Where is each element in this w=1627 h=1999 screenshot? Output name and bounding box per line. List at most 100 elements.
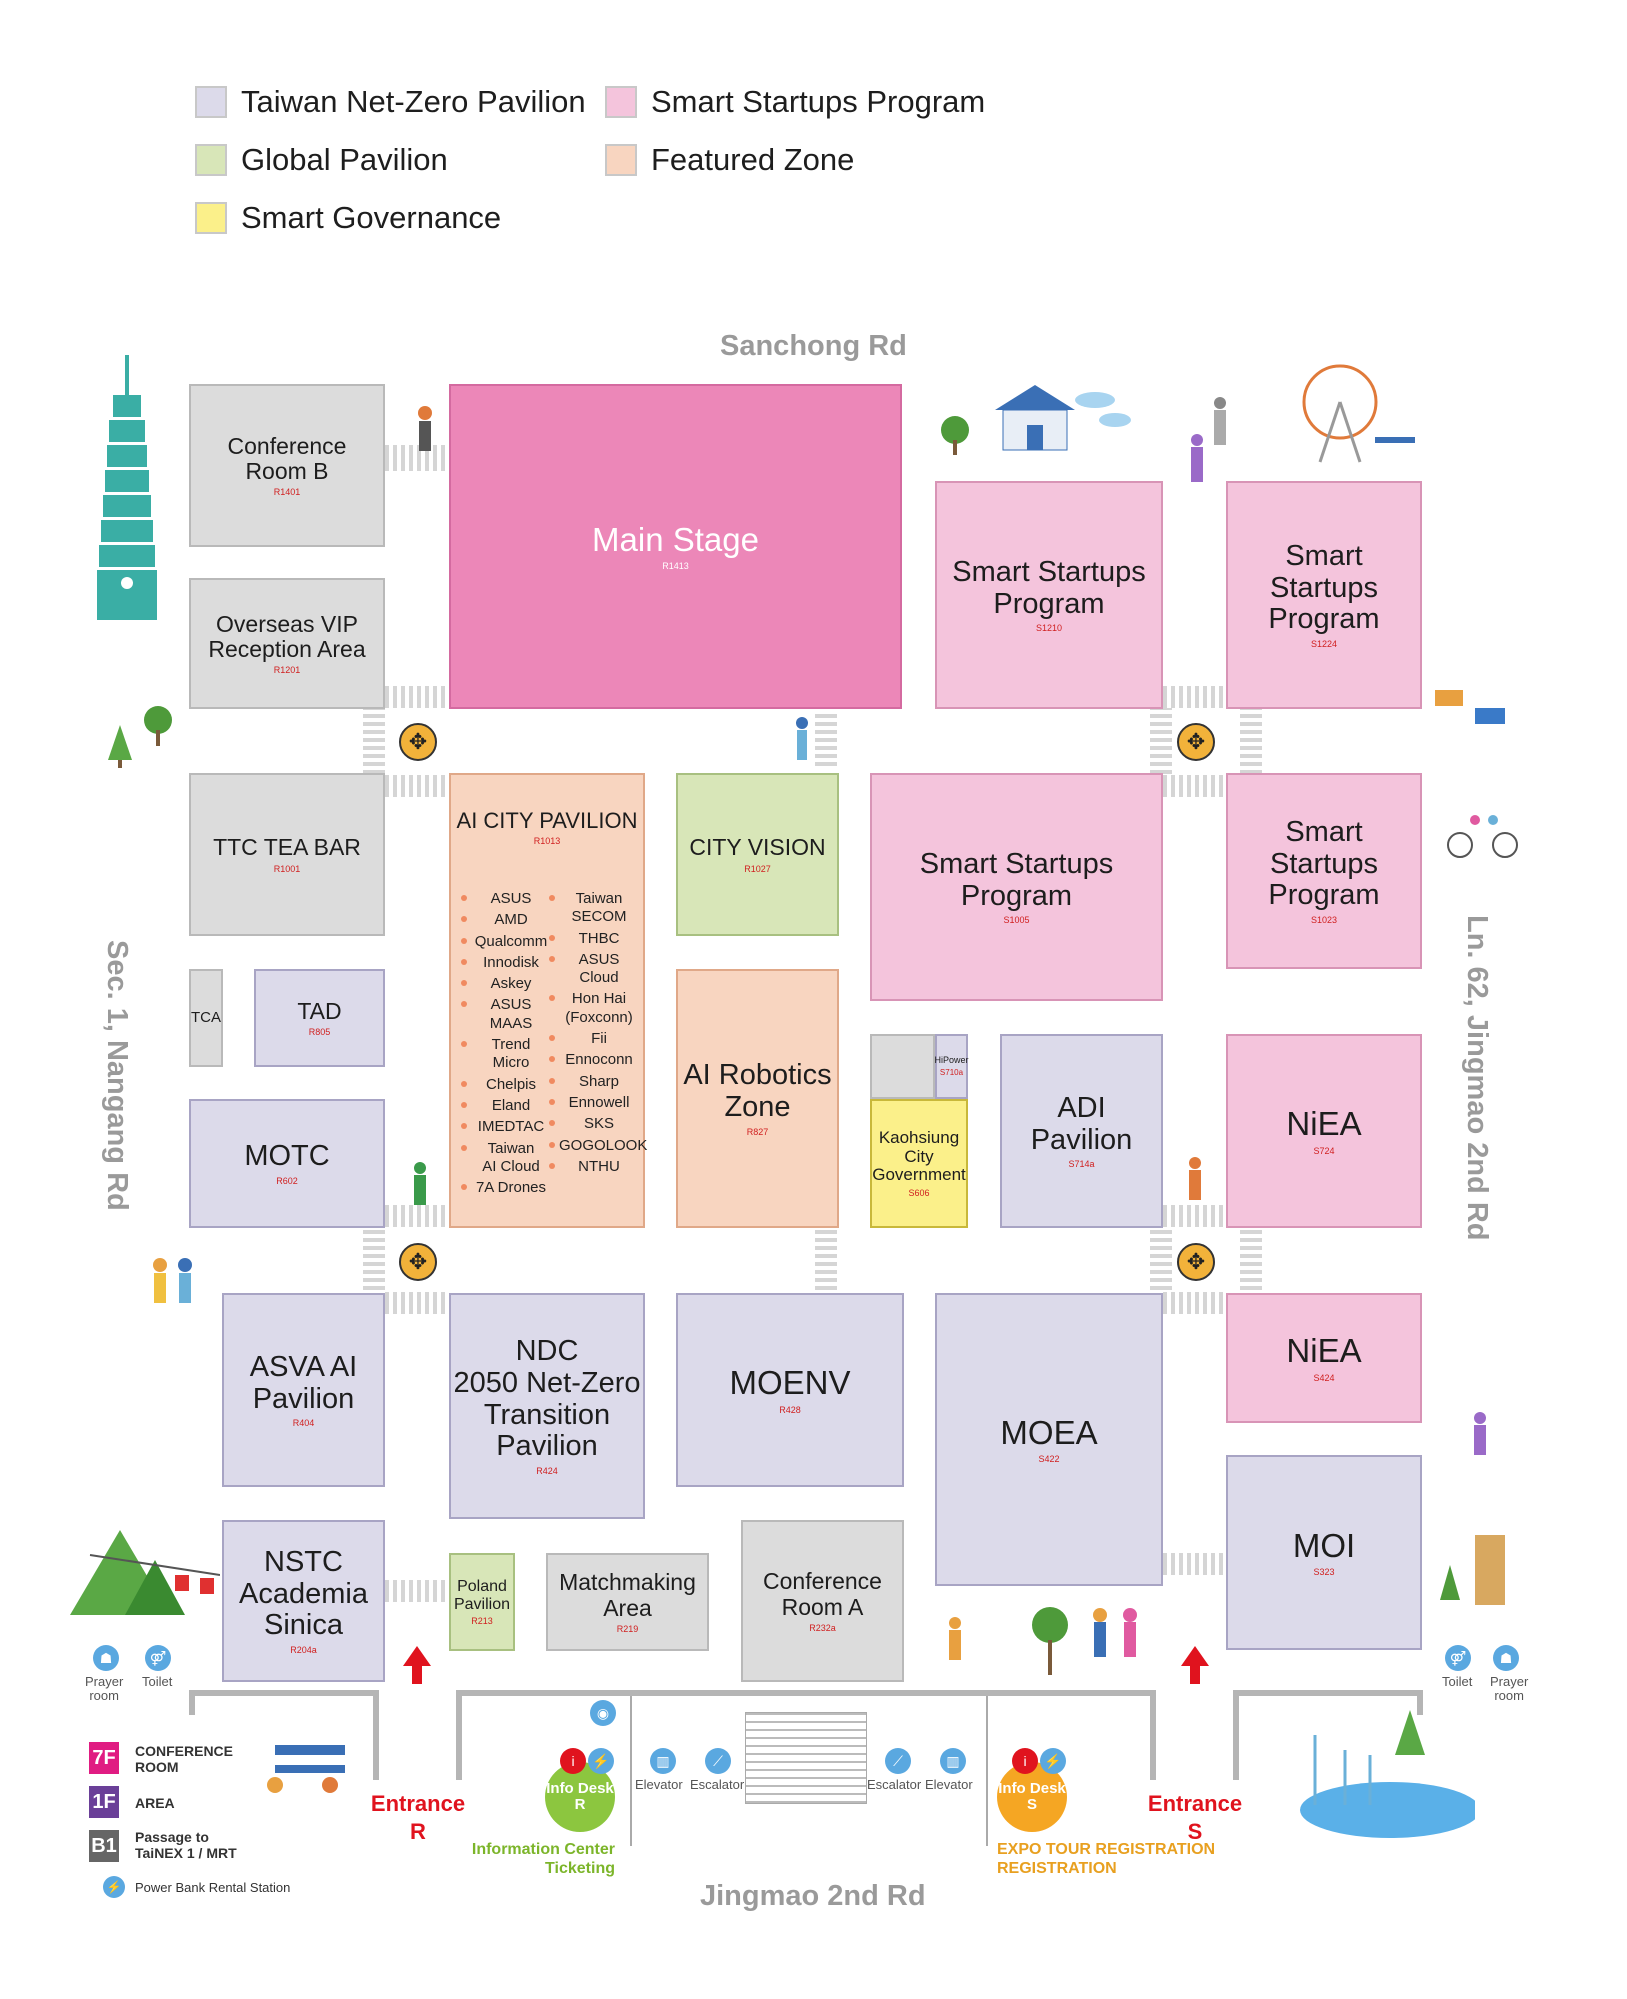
floor-1f-badge: 1F [89,1786,119,1818]
passage [1240,708,1262,774]
ferris-wheel-icon [1302,364,1415,463]
exhibitor-item: Taiwan AI Cloud [461,1140,551,1177]
bicycle-icon [1447,815,1518,858]
intersection-icon: ✥ [399,723,437,761]
passage [385,686,447,708]
passage [1150,708,1172,774]
legend-swatch [195,202,227,234]
legend-item-net-zero: Taiwan Net-Zero Pavilion [195,84,586,120]
passage [1163,1292,1225,1314]
passage [1163,686,1225,708]
person-icon [414,1162,426,1205]
passage [1163,1553,1225,1575]
road-north: Sanchong Rd [720,330,907,362]
elevator-icon: ▥ [940,1748,966,1774]
family-tree-icon [1032,1607,1137,1675]
person-icon [418,406,432,451]
elevator-icon: ▥ [650,1748,676,1774]
camera-icon: ◉ [590,1700,616,1726]
passage [1163,1205,1225,1227]
exhibitor-item: Hon Hai (Foxconn) [549,990,639,1027]
exhibitor-item: IMEDTAC [461,1118,551,1136]
lake-windmill-icon [1300,1710,1475,1838]
entrance-r[interactable]: Entrance R [370,1791,466,1844]
power-bank-label: Power Bank Rental Station [135,1880,291,1895]
escalator-label: Escalator [690,1777,745,1792]
floor-7f-label: CONFERENCE ROOM [135,1743,234,1776]
passage [385,1580,447,1602]
stairs [745,1712,867,1804]
entrance-arrow-icon [403,1646,431,1684]
power-bank-icon: ⚡ [103,1876,125,1898]
passage [1240,1228,1262,1290]
prayer-room-icon: ☗ [93,1645,119,1671]
entrance-arrow-icon [1181,1646,1209,1684]
passage [363,708,385,774]
info-icon: i [560,1748,586,1774]
exhibitor-item: Taiwan SECOM [549,890,639,927]
people-icon [153,1258,192,1303]
intersection-icon: ✥ [399,1243,437,1281]
passage [815,710,837,766]
wall [373,1690,379,1780]
escalator-icon: ⟋ [705,1748,731,1774]
person-icon [796,717,808,760]
prayer-room-label: Prayer room [1490,1674,1529,1704]
toilet-icon: ⚤ [1445,1645,1471,1671]
exhibitor-item: AMD [461,911,551,929]
info-desk-s-caption: EXPO TOUR REGISTRATION REGISTRATION [997,1841,1216,1878]
toilet-label: Toilet [142,1674,173,1689]
exhibitor-item: Ennoconn [549,1051,639,1069]
legend-item-global: Global Pavilion [195,142,448,178]
road-west: Sec. 1, Nangang Rd [101,940,133,1211]
wall [189,1690,195,1715]
wall [189,1690,379,1696]
legend-item-featured: Featured Zone [605,142,854,178]
intersection-icon: ✥ [1177,1243,1215,1281]
passage [385,1292,447,1314]
exhibitor-item: Qualcomm [461,933,551,951]
solar-panel-icon [1435,690,1505,724]
prayer-room-icon: ☗ [1493,1645,1519,1671]
road-east: Ln. 62, Jingmao 2nd Rd [1461,915,1493,1241]
legend-swatch [605,144,637,176]
taipei-101-icon [97,355,157,620]
entrance-s[interactable]: Entrance S [1147,1791,1243,1844]
elevator-label: Elevator [635,1777,683,1792]
room-tca[interactable]: TCA [189,969,223,1067]
passage [363,1228,385,1290]
building-tree-icon [1440,1535,1505,1605]
passage [385,1205,447,1227]
floor-7f-badge: 7F [89,1742,119,1774]
exhibitor-item: ASUS Cloud [549,951,639,988]
